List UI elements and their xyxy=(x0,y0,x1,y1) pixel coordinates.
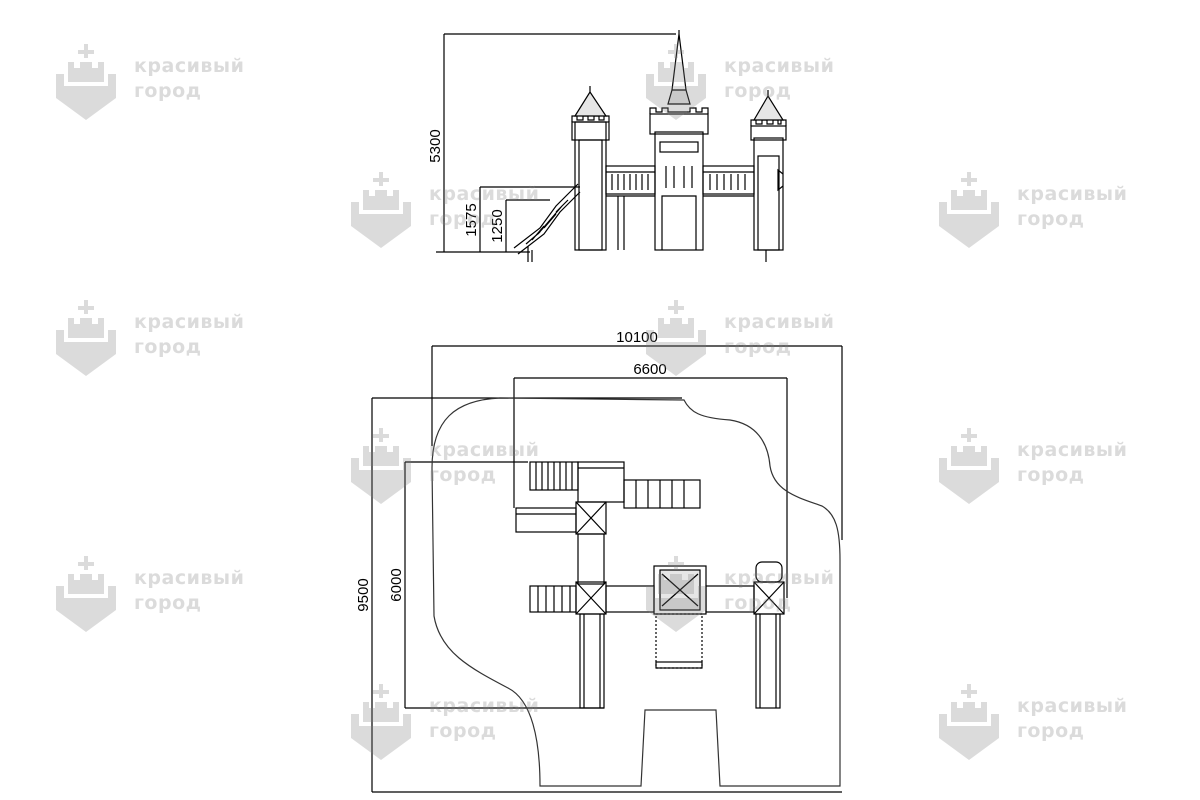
dim-platform-high: 1575 xyxy=(463,203,480,236)
dim-total-height: 5300 xyxy=(427,129,444,162)
elevation-view xyxy=(436,30,787,262)
dim-platform-low: 1250 xyxy=(489,209,506,242)
dim-overall-width: 10100 xyxy=(616,329,658,346)
dim-equipment-depth: 6000 xyxy=(388,568,405,601)
dim-overall-depth: 9500 xyxy=(355,578,372,611)
dim-equipment-width: 6600 xyxy=(633,361,666,378)
plan-view xyxy=(371,345,843,793)
